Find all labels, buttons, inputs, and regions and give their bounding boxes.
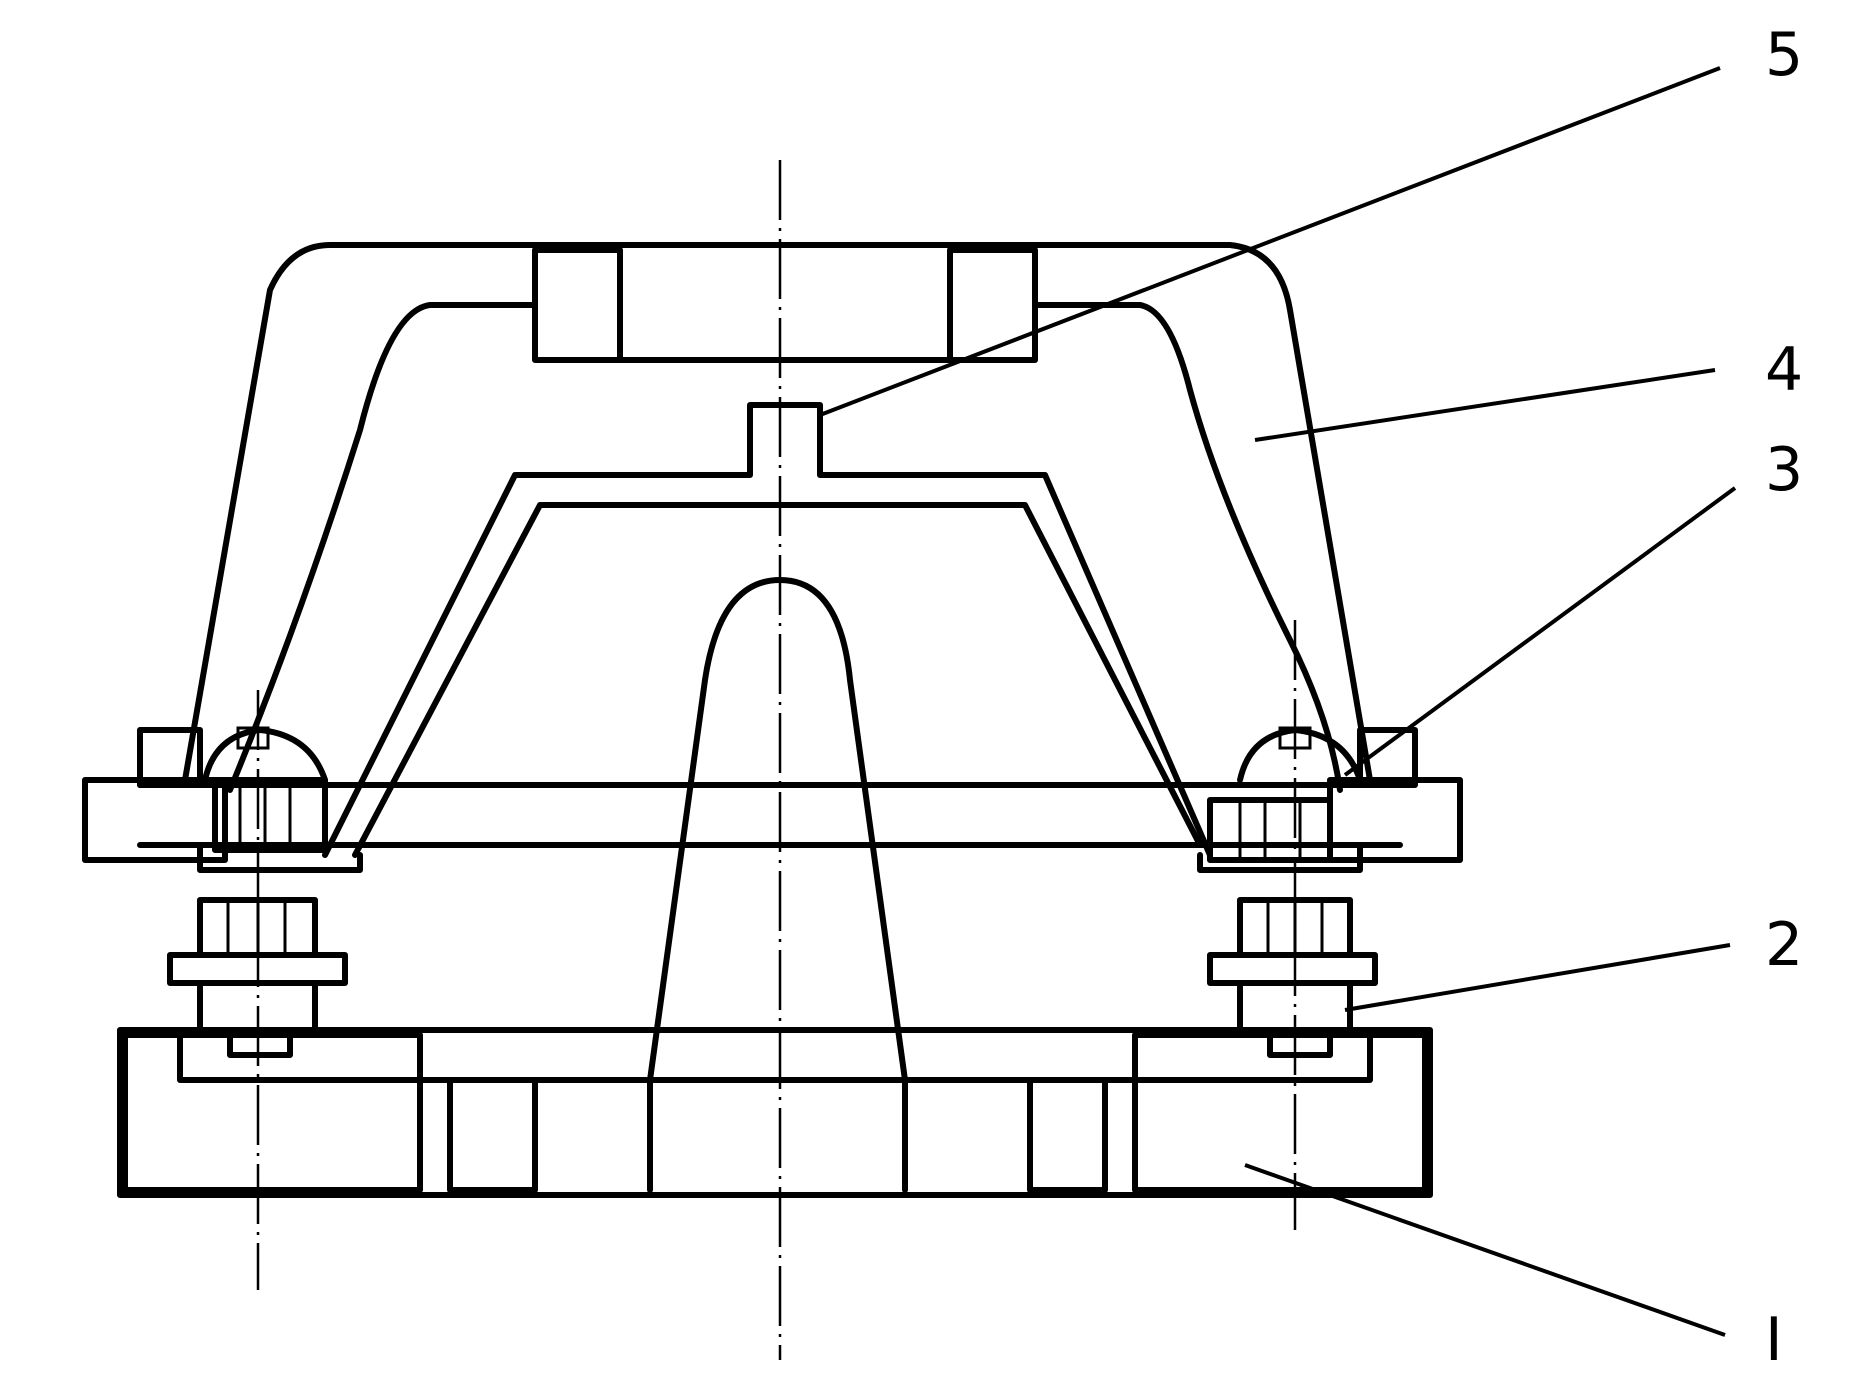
leader-lines [819,66,1737,1337]
outer-housing [182,242,1373,793]
inner-cone [322,402,1213,858]
label-part-5: 5 [1765,20,1803,90]
label-part-4: 4 [1765,335,1803,405]
label-part-3: 3 [1765,435,1803,505]
center-lines [256,160,1297,1360]
label-part-1: I [1765,1305,1783,1375]
central-post [647,577,908,1083]
flange-ring [82,727,1463,873]
label-part-2: 2 [1765,910,1803,980]
base-plate [117,1027,1433,1198]
